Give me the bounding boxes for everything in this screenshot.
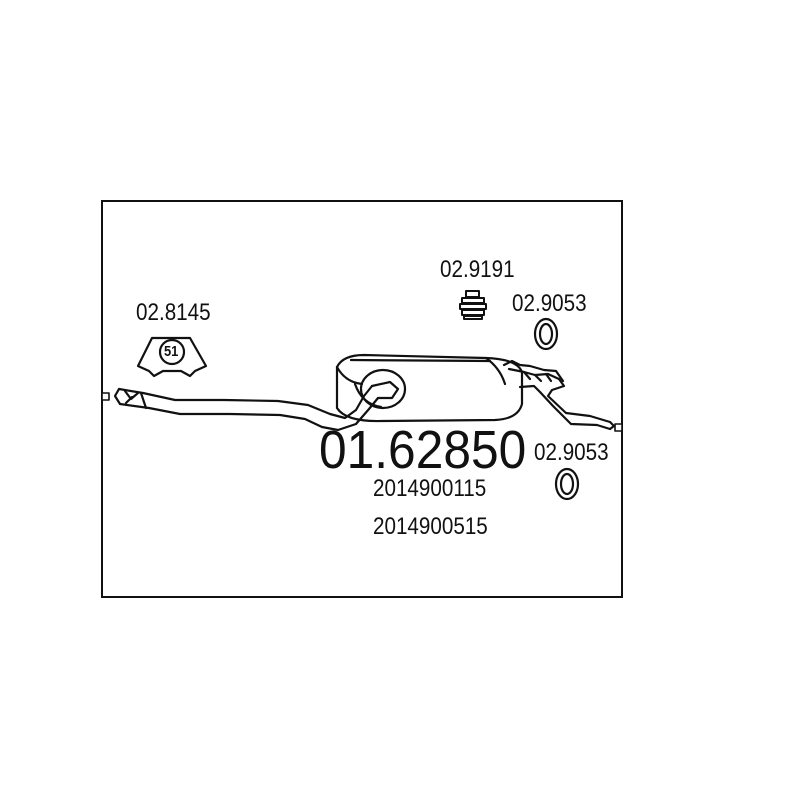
muffler (335, 353, 524, 423)
main-part-number: 01.62850 (319, 420, 527, 480)
oem-reference-1: 2014900115 (373, 475, 487, 502)
rubber-ring-icon (554, 467, 580, 501)
clamp-part-number: 02.8145 (136, 299, 211, 326)
tail-pipe (502, 359, 616, 431)
left-connector-marker (101, 392, 110, 401)
clamp-size-label: 51 (164, 343, 179, 360)
rubber-mount-icon (459, 290, 487, 320)
pipe-clamp-icon (136, 336, 208, 378)
rubber-mount-part-number: 02.9191 (440, 256, 515, 283)
right-connector-marker (614, 423, 623, 432)
rubber-ring-icon (533, 317, 559, 351)
ring-lower-part-number: 02.9053 (534, 439, 609, 466)
ring-upper-part-number: 02.9053 (512, 290, 587, 317)
oem-reference-2: 2014900515 (373, 513, 488, 540)
